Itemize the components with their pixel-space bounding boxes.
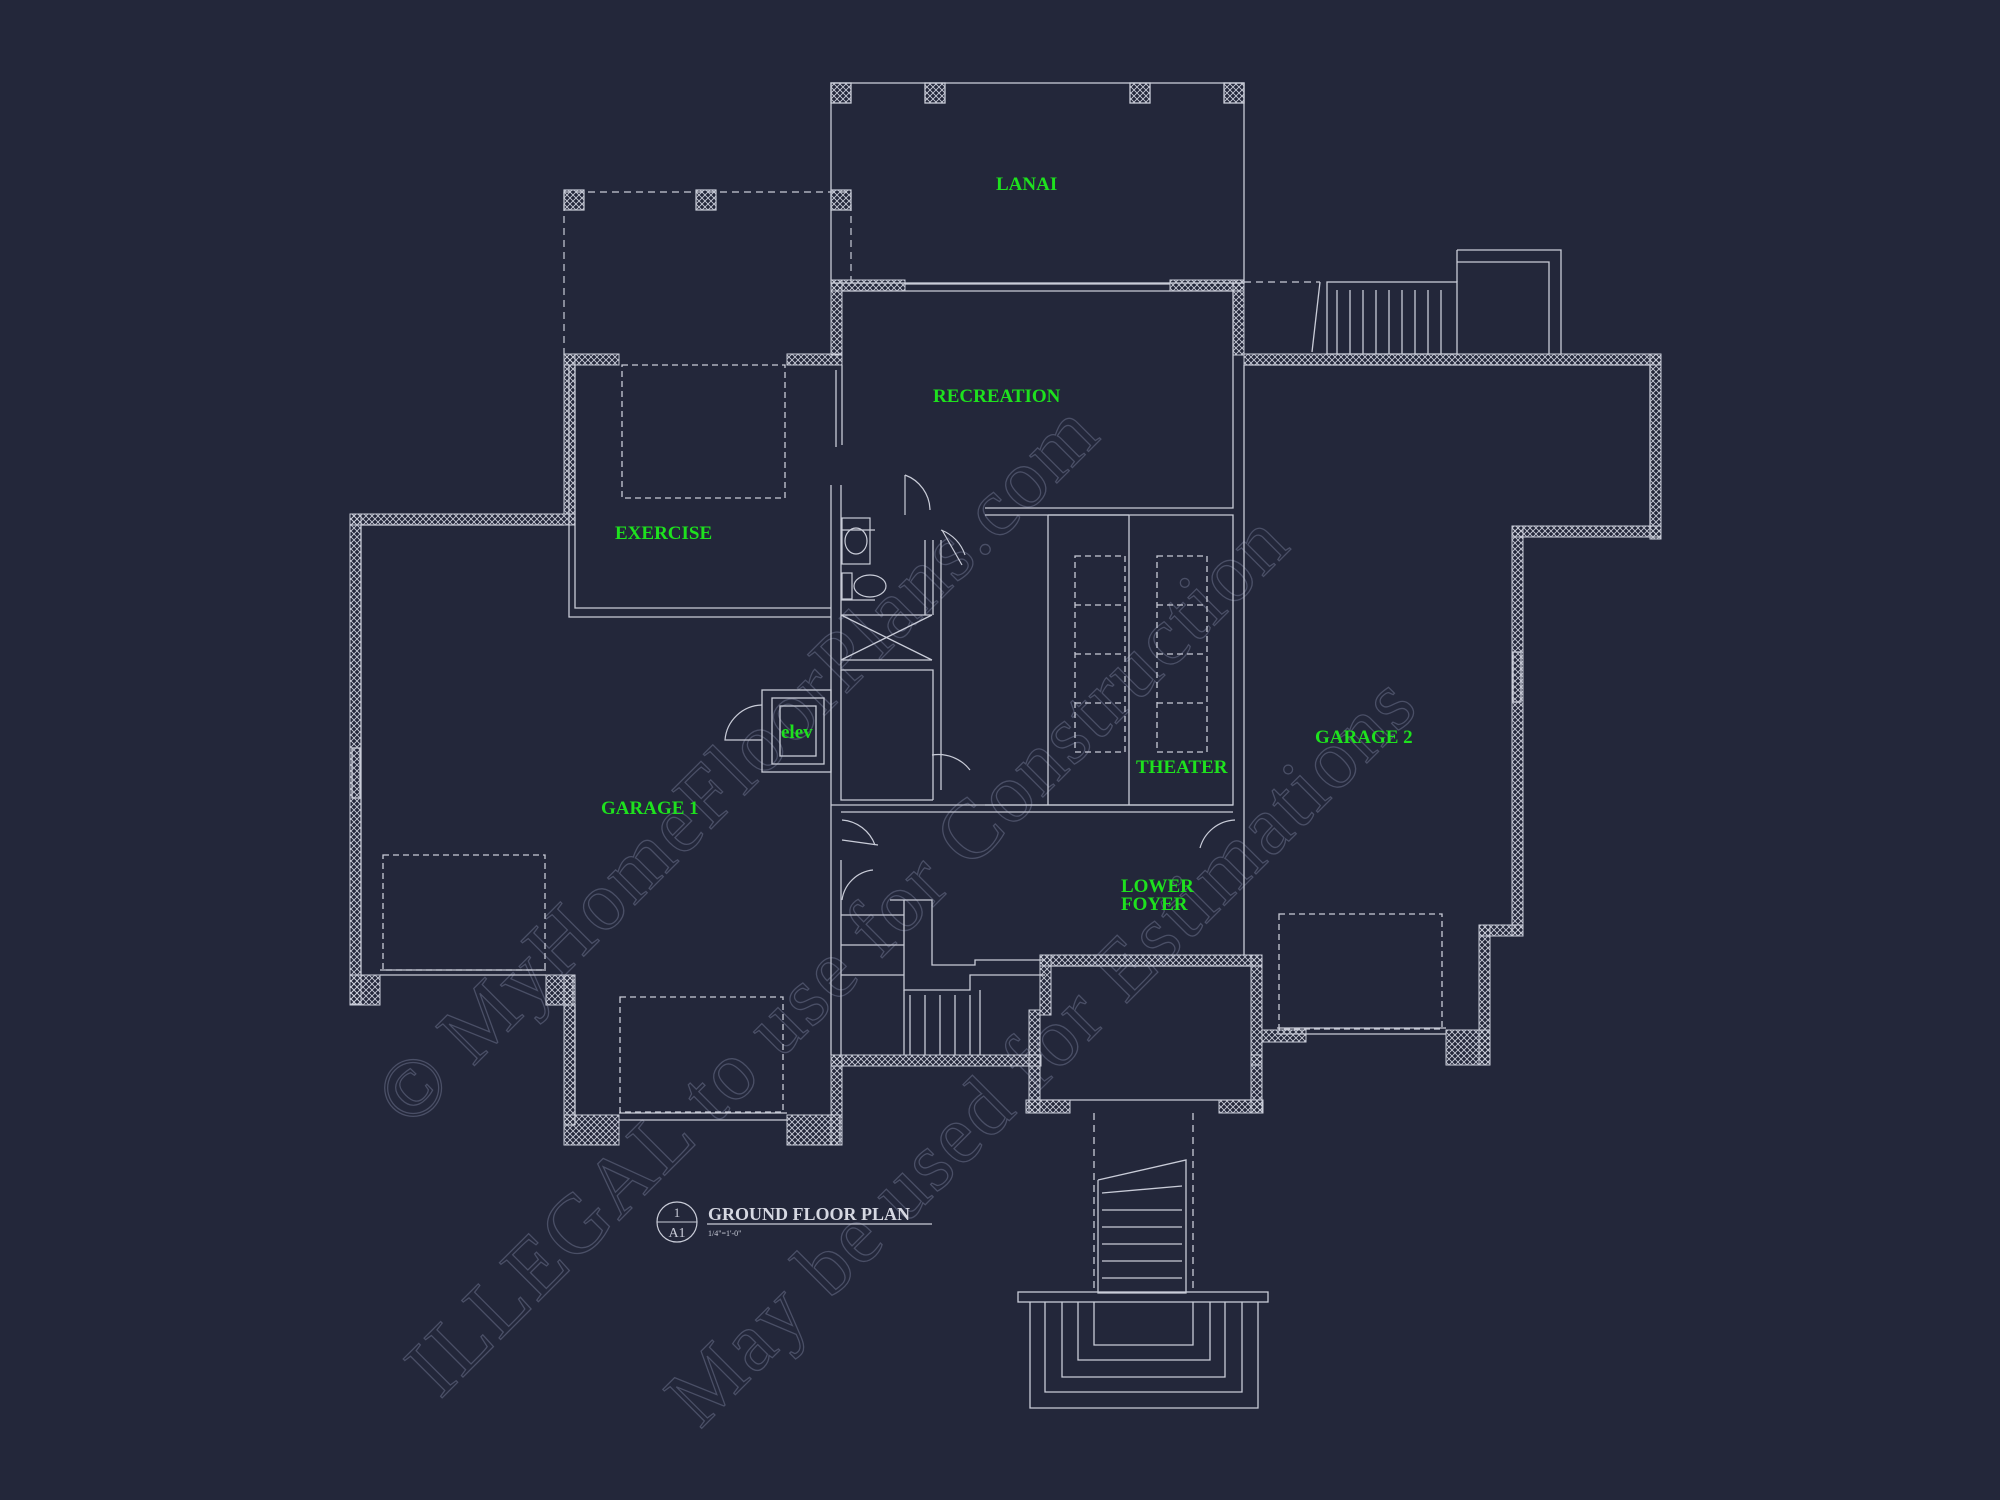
- label-recreation: RECREATION: [933, 386, 1061, 407]
- drawing-title-block: 1 A1 GROUND FLOOR PLAN 1/4"=1'-0": [656, 1201, 932, 1243]
- bath-fixtures: [841, 517, 887, 600]
- exercise-porch: [563, 189, 852, 355]
- label-exercise: EXERCISE: [615, 523, 712, 544]
- label-lanai: LANAI: [996, 174, 1057, 195]
- label-lower-foyer-1: LOWER: [1121, 876, 1194, 897]
- label-garage-2: GARAGE 2: [1315, 727, 1413, 748]
- watermark: © MyHomeFloorPlans.com ILLEGAL to use fo…: [357, 384, 1435, 1444]
- detail-number: 1: [674, 1205, 681, 1220]
- room-labels: LANAI RECREATION EXERCISE elev GARAGE 1 …: [601, 174, 1413, 915]
- sheet-number: A1: [668, 1226, 685, 1241]
- drawing-scale: 1/4"=1'-0": [708, 1229, 741, 1238]
- label-theater: THEATER: [1136, 757, 1228, 778]
- door-swings: [724, 474, 1236, 901]
- label-elev: elev: [781, 722, 813, 743]
- label-garage-1: GARAGE 1: [601, 798, 699, 819]
- lanai-area: [830, 82, 1245, 284]
- interior-walls: [351, 249, 1651, 1409]
- label-lower-foyer-2: FOYER: [1121, 894, 1188, 915]
- drawing-title: GROUND FLOOR PLAN: [708, 1204, 910, 1224]
